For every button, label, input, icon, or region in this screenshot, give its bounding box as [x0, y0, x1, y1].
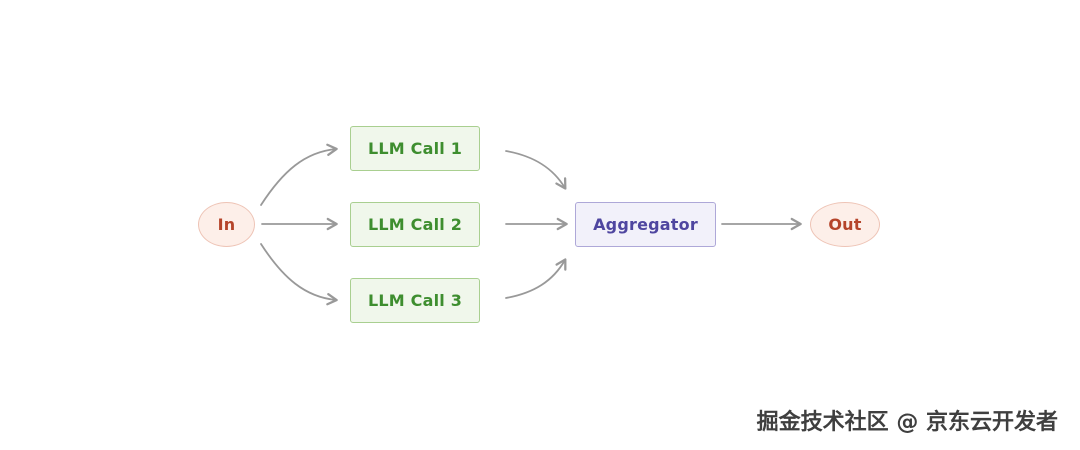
- node-llm-call-1-label: LLM Call 1: [367, 139, 463, 158]
- node-llm-call-2: LLM Call 2: [350, 202, 480, 247]
- node-aggregator-label: Aggregator: [593, 215, 698, 234]
- arrow-in-to-llm3: [260, 243, 338, 306]
- node-llm-call-3-label: LLM Call 3: [367, 291, 463, 310]
- arrow-llm1-to-aggregator: [505, 150, 567, 190]
- node-llm-call-3: LLM Call 3: [350, 278, 480, 323]
- node-out-label: Out: [828, 215, 862, 234]
- node-in-label: In: [217, 215, 236, 234]
- arrow-in-to-llm1: [260, 143, 338, 206]
- node-in: In: [198, 202, 255, 247]
- arrow-llm3-to-aggregator: [505, 258, 567, 299]
- node-out: Out: [810, 202, 880, 247]
- watermark-text: 掘金技术社区 @ 京东云开发者: [756, 410, 1058, 435]
- node-llm-call-2-label: LLM Call 2: [367, 215, 463, 234]
- node-aggregator: Aggregator: [575, 202, 716, 247]
- node-llm-call-1: LLM Call 1: [350, 126, 480, 171]
